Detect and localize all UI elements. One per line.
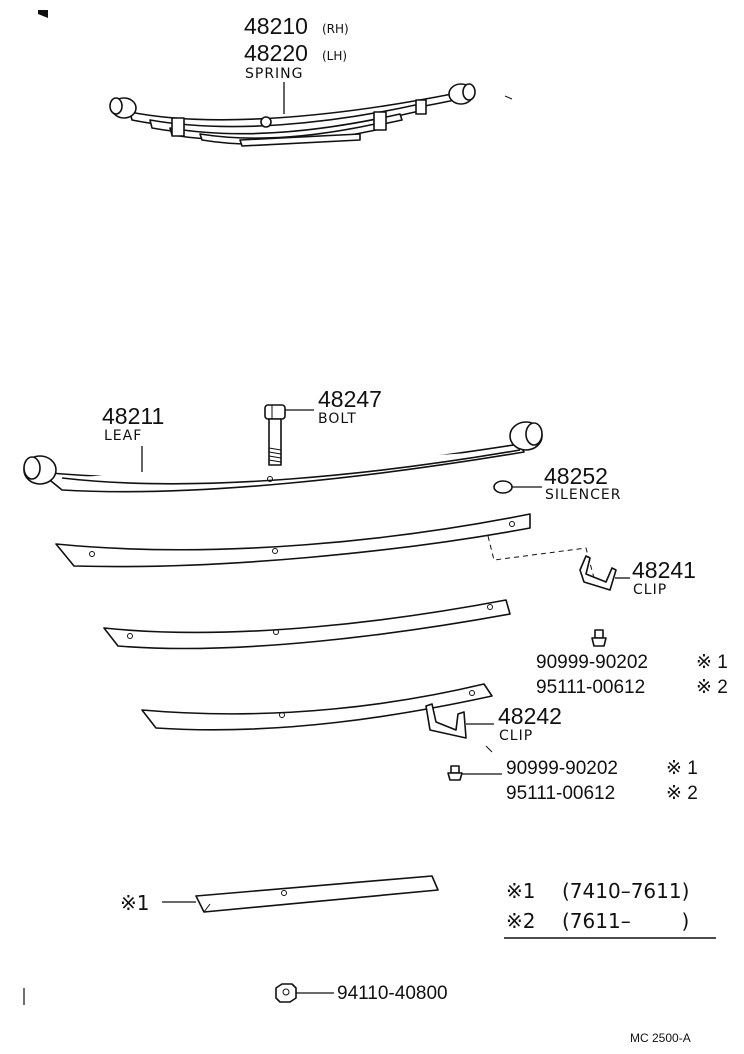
clip-lower-drawing xyxy=(425,703,467,739)
spring-lh-side: (LH) xyxy=(322,49,347,63)
clip-lower-name: CLIP xyxy=(499,728,533,744)
bolt-drawing xyxy=(264,404,286,466)
bolt-name: BOLT xyxy=(318,411,357,427)
leaf-2-drawing xyxy=(55,513,531,568)
rivet-upper-mark-b: ※ 2 xyxy=(696,677,728,698)
spring-rh-side: (RH) xyxy=(322,22,349,36)
silencer-name: SILENCER xyxy=(545,487,621,503)
legend-note2-mark: ※2 xyxy=(506,909,535,933)
leaf-4-drawing xyxy=(141,683,493,731)
clip-lower-guide xyxy=(485,745,493,753)
rivet-lower-mark-a: ※ 1 xyxy=(666,758,698,779)
rivet-upper-number-b: 95111-00612 xyxy=(536,677,645,698)
bolt-number: 48247 xyxy=(318,386,382,412)
legend-note1-range: (7410–7611) xyxy=(562,879,689,903)
spacer-plate-drawing xyxy=(195,875,439,913)
leaf-main-drawing xyxy=(23,421,543,493)
rivet-lower-mark-b: ※ 2 xyxy=(666,783,698,804)
spring-lh-number: 48220 xyxy=(244,40,308,66)
leaf-3-drawing xyxy=(103,599,511,650)
corner-mark xyxy=(38,10,48,18)
legend-note1-mark: ※1 xyxy=(506,879,535,903)
nut-number: 94110-40800 xyxy=(337,983,448,1004)
rivet-upper-number-a: 90999-90202 xyxy=(536,652,648,673)
spring-rh-number: 48210 xyxy=(244,13,308,39)
clip-upper-dashed-guide xyxy=(487,535,595,579)
rivet-lower-drawing xyxy=(447,765,463,781)
clip-lower-number: 48242 xyxy=(498,703,562,729)
nut-drawing xyxy=(275,983,297,1003)
leaf-number: 48211 xyxy=(102,403,164,429)
clip-upper-drawing xyxy=(579,555,617,591)
rivet-upper-drawing xyxy=(591,629,607,647)
rivet-upper-mark-a: ※ 1 xyxy=(696,652,728,673)
silencer-number: 48252 xyxy=(544,463,608,489)
spacer-mark: ※1 xyxy=(120,891,149,915)
legend-note2-range: (7611– ) xyxy=(562,909,689,933)
leaf-name: LEAF xyxy=(104,428,142,444)
clip-upper-name: CLIP xyxy=(633,582,667,598)
legend: ※1 (7410–7611) ※2 (7611– ) xyxy=(504,879,716,939)
silencer-drawing xyxy=(493,480,513,494)
spring-name: SPRING xyxy=(245,66,304,82)
clip-upper-number: 48241 xyxy=(632,557,696,583)
rivet-lower-number-a: 90999-90202 xyxy=(506,758,618,779)
figure-code: MC 2500-A xyxy=(630,1031,691,1045)
spring-assembly-drawing xyxy=(109,83,513,147)
rivet-lower-number-b: 95111-00612 xyxy=(506,783,615,804)
